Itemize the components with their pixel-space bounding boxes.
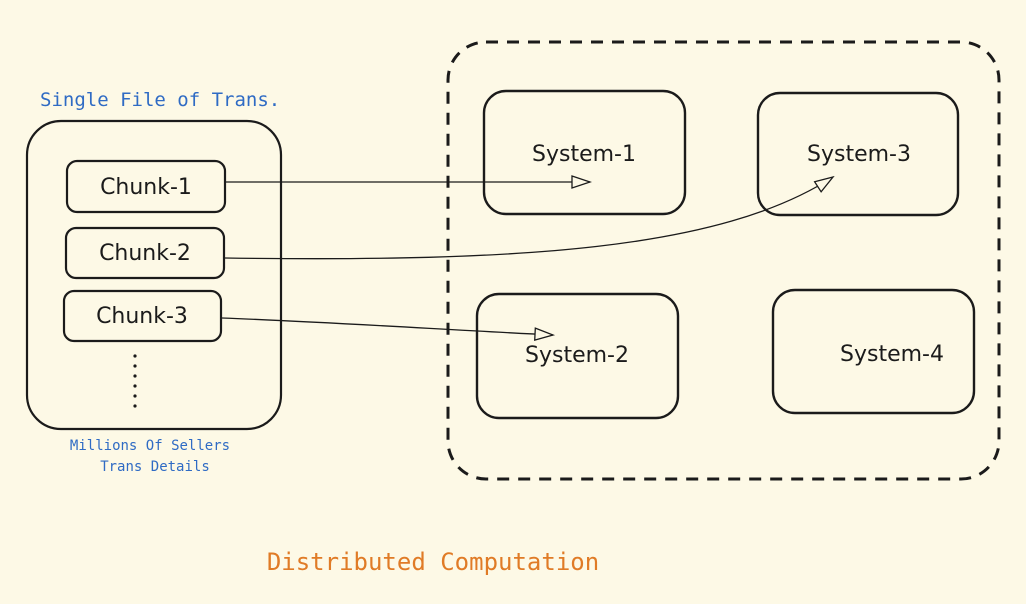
file-caption-line2: Trans Details xyxy=(100,459,210,475)
chunk-2-box: Chunk-2 xyxy=(64,226,226,280)
chunk-2-label: Chunk-2 xyxy=(99,241,191,266)
file-container xyxy=(25,119,283,431)
arrow-chunk2-to-system3 xyxy=(224,177,833,260)
system-3-box: System-3 xyxy=(756,91,960,217)
cluster-boundary xyxy=(446,40,1001,481)
file-caption-line1: Millions Of Sellers xyxy=(70,438,230,454)
system-3-label: System-3 xyxy=(807,142,911,167)
chunk-3-label: Chunk-3 xyxy=(96,304,188,329)
more-chunks-ellipsis xyxy=(133,354,137,408)
system-4-box: System-4 xyxy=(771,288,976,415)
file-title: Single File of Trans. xyxy=(40,89,280,111)
chunk-1-box: Chunk-1 xyxy=(65,159,227,214)
system-2-label: System-2 xyxy=(525,343,629,368)
chunk-1-label: Chunk-1 xyxy=(100,175,192,200)
system-4-label: System-4 xyxy=(840,342,944,367)
system-1-box: System-1 xyxy=(482,89,687,216)
system-1-label: System-1 xyxy=(532,142,636,167)
chunk-3-box: Chunk-3 xyxy=(62,289,223,343)
system-2-box: System-2 xyxy=(475,292,680,420)
arrow-chunk3-to-system2 xyxy=(221,317,553,335)
footer-title: Distributed Computation xyxy=(267,548,599,576)
